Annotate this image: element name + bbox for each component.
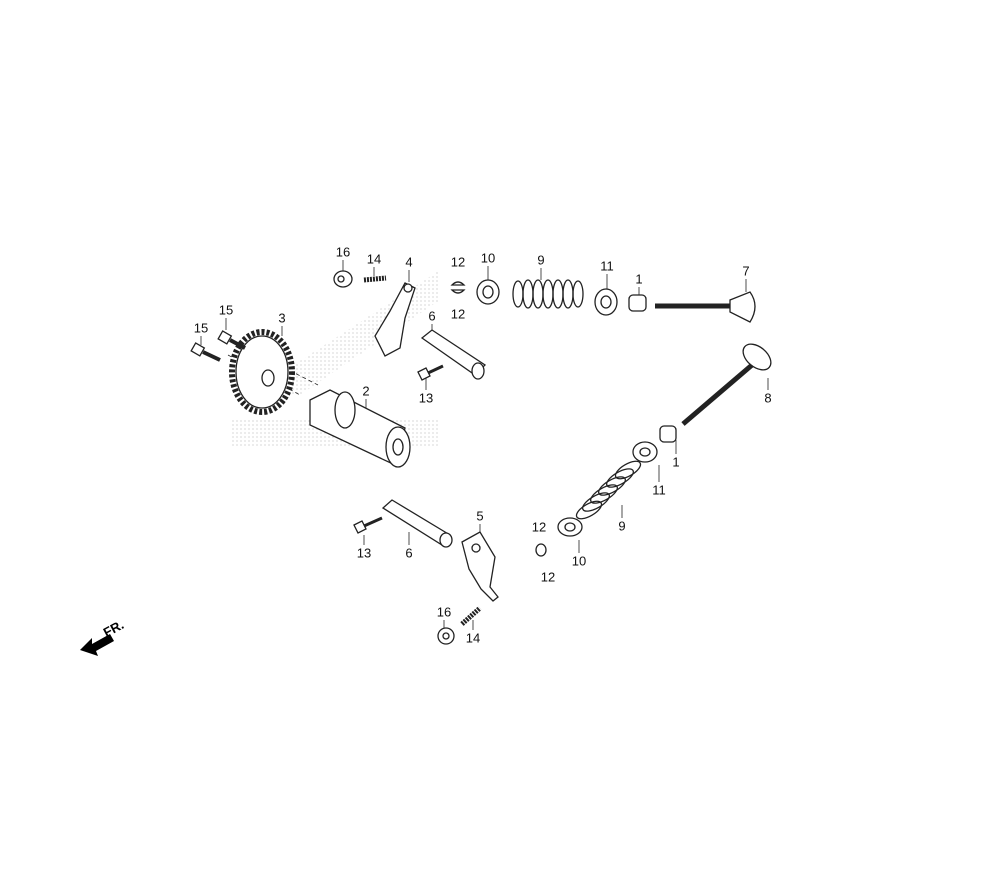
callout-4: 4 — [405, 254, 413, 270]
callout-13: 13 — [418, 390, 434, 406]
callout-16: 16 — [436, 604, 452, 620]
valve-spring-9 — [512, 279, 584, 309]
bolt-15a — [217, 330, 246, 350]
callout-11: 11 — [652, 482, 666, 498]
adjuster-screw-14b — [460, 606, 482, 626]
rocker-arm-4 — [374, 282, 416, 357]
callout-6: 6 — [405, 545, 413, 561]
callout-1: 1 — [672, 454, 680, 470]
rocker-shaft-6 — [420, 329, 487, 380]
callout-12: 12 — [531, 519, 547, 535]
callout-12: 12 — [450, 306, 466, 322]
callout-9: 9 — [537, 252, 545, 268]
valve-seal-1 — [628, 294, 647, 312]
retainer-10b — [557, 517, 583, 537]
rocker-arm-5 — [461, 531, 499, 602]
front-arrow-icon — [80, 634, 114, 656]
cotter-12 — [450, 281, 466, 294]
callout-13: 13 — [356, 545, 372, 561]
callout-6: 6 — [428, 308, 436, 324]
nut-16 — [333, 270, 353, 288]
callout-2: 2 — [362, 383, 370, 399]
valve-7 — [655, 291, 756, 323]
callout-8: 8 — [764, 390, 772, 406]
bolt-15b — [190, 342, 221, 362]
callout-15: 15 — [193, 320, 209, 336]
callout-5: 5 — [476, 508, 484, 524]
callout-3: 3 — [278, 310, 286, 326]
callout-12: 12 — [540, 569, 556, 585]
cam-sprocket — [229, 329, 295, 415]
callout-12: 12 — [450, 254, 466, 270]
callout-7: 7 — [742, 263, 750, 279]
callout-16: 16 — [335, 244, 351, 260]
callout-9: 9 — [618, 518, 626, 534]
callout-11: 11 — [600, 258, 614, 274]
spring-seat-11b — [632, 441, 658, 463]
rocker-shaft-6b — [381, 499, 453, 548]
spring-seat-11 — [594, 288, 618, 316]
callout-14: 14 — [465, 630, 481, 646]
callout-10: 10 — [571, 553, 587, 569]
bolt-13b — [353, 516, 383, 534]
callout-14: 14 — [366, 251, 382, 267]
cotter-12b — [535, 543, 547, 557]
adjuster-screw-14 — [363, 275, 387, 283]
callout-1: 1 — [635, 271, 643, 287]
nut-16b — [437, 627, 455, 645]
camshaft — [309, 389, 411, 468]
callout-15: 15 — [218, 302, 234, 318]
bolt-13 — [417, 364, 444, 381]
valve-seal-1b — [659, 425, 677, 443]
callout-10: 10 — [480, 250, 496, 266]
valve-spring-9b — [575, 460, 642, 520]
retainer-10 — [476, 279, 500, 305]
valve-8 — [681, 343, 772, 426]
